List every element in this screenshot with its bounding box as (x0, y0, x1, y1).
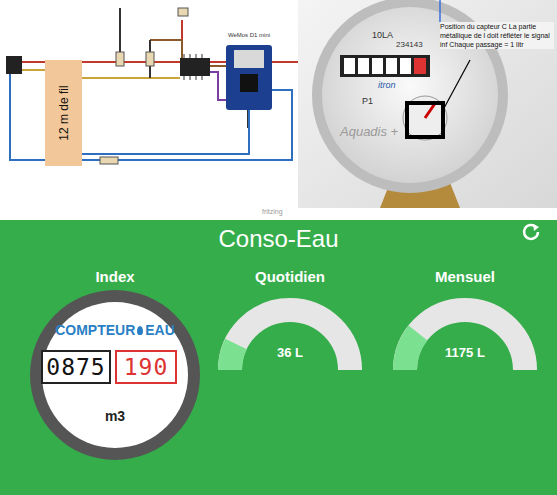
jack-connector (6, 56, 22, 74)
gauge-fill (230, 344, 236, 370)
brand-mark: itron (378, 80, 396, 90)
meter-logo: COMPTEUR EAU (25, 322, 205, 338)
module-name: WeMos D1 mini (222, 32, 276, 38)
refresh-icon (524, 225, 538, 239)
gauge-track (405, 310, 525, 370)
cable-bar: 12 m de fil (45, 60, 82, 166)
litre-digits: 190 (117, 354, 175, 380)
unit-label: m3 (25, 408, 205, 424)
daily-gauge: Quotidien 36 L (220, 268, 360, 378)
wemos-board (226, 45, 272, 110)
gauge-value: 1175 L (395, 345, 535, 360)
widget-heading: Quotidien (220, 268, 360, 285)
resistor-symbols (100, 8, 188, 164)
logo-text: COMPTEUR (55, 322, 135, 338)
litre-dial (403, 96, 447, 140)
dashboard-title: Conso-Eau (0, 225, 557, 253)
probe-wire (439, 0, 441, 22)
meter-marking: P1 (362, 96, 373, 106)
index-ring (30, 290, 200, 460)
cable-length: 12 m de fil (57, 85, 71, 140)
leader-line (443, 60, 470, 110)
index-face (42, 302, 188, 448)
dashboard-panel (0, 220, 557, 495)
chip (240, 74, 258, 92)
ic-chip (180, 58, 210, 76)
refresh-arrow (533, 224, 539, 231)
serial-number: 234143 (396, 40, 423, 49)
digit-box-red: 190 (115, 350, 177, 384)
sensor-position-square (407, 103, 443, 137)
ic-pins (183, 54, 203, 80)
monthly-gauge: Mensuel 1175 L (395, 268, 535, 378)
wire-connector (82, 110, 249, 154)
red-digit (414, 58, 426, 74)
water-drop (137, 326, 143, 335)
gauge-fill (405, 333, 418, 370)
digit-box: 0875 (41, 350, 111, 384)
index-widget: 0875 190 IndexCOMPTEUR EAU m3 (25, 268, 205, 468)
wemos-module: WeMos D1 mini (222, 32, 276, 112)
callout-note: Position du capteur C La partie métalliq… (440, 22, 554, 72)
schematic-ground (0, 0, 298, 208)
counter-window (340, 55, 430, 77)
product-name: Aquadis + (340, 124, 398, 139)
wifi-module (234, 50, 264, 68)
gauge-value: 36 L (220, 345, 360, 360)
widget-heading: Index (25, 268, 205, 285)
index-digits: 0875 (43, 354, 109, 380)
logo-text: EAU (145, 322, 175, 338)
gauge-track (230, 310, 350, 370)
callout-text: Position du capteur C La partie métalliq… (440, 22, 554, 49)
widget-heading: Mensuel (395, 268, 535, 285)
counter-digits (344, 58, 411, 74)
meter-marking: 10LA (372, 30, 393, 40)
watermark: fritzing (262, 208, 283, 215)
